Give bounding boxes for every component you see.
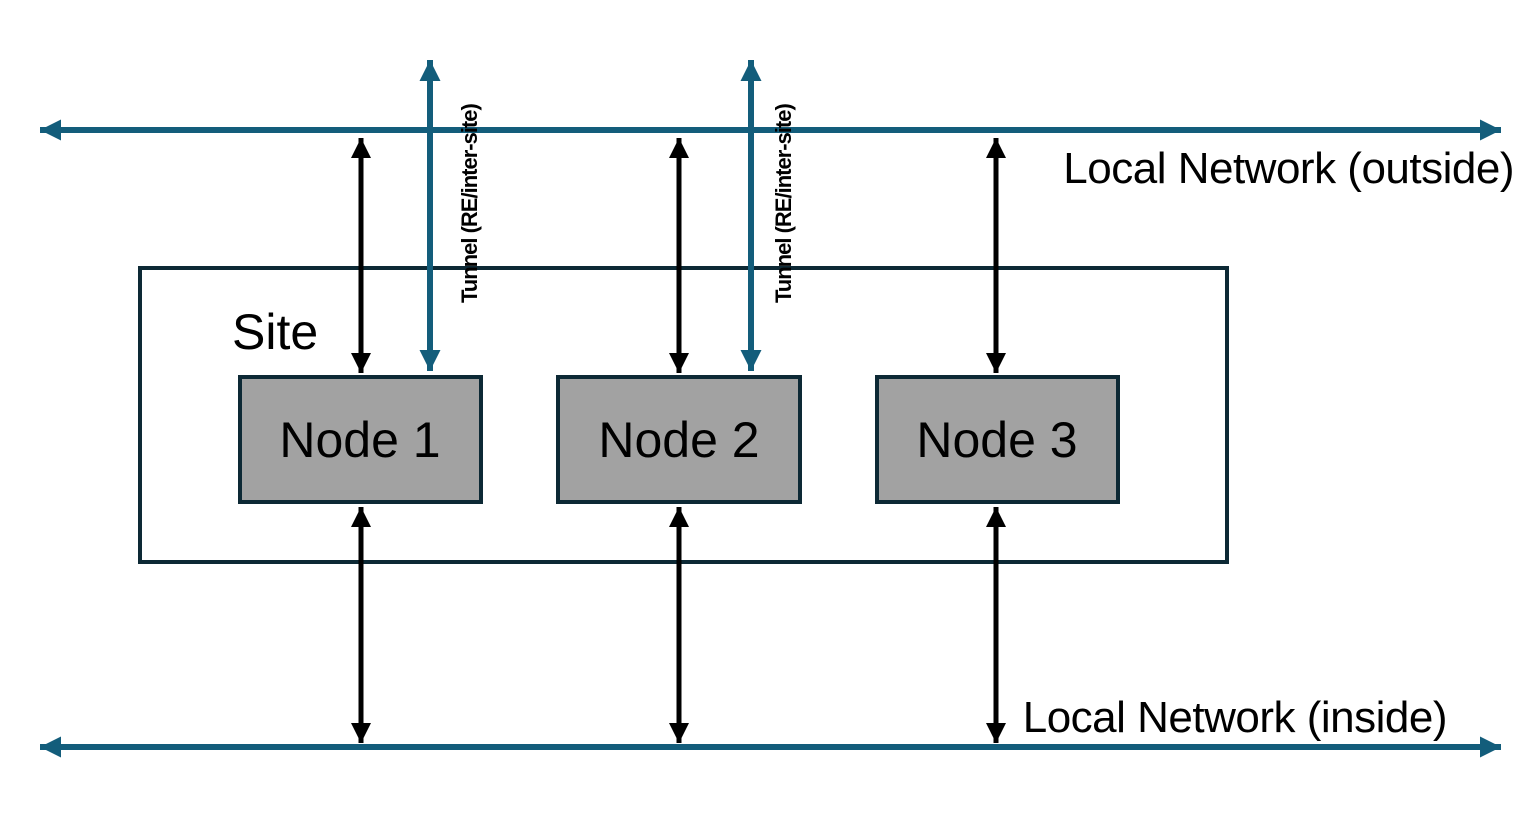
- node-1-label: Node 1: [279, 412, 440, 468]
- node-3-label: Node 3: [916, 412, 1077, 468]
- node-2-box: Node 2: [556, 375, 802, 504]
- node-3-rect: [875, 375, 1120, 504]
- network-outside-label: Local Network (outside): [1063, 144, 1514, 193]
- tunnel-1-label: Tunnel (RE/inter-site): [457, 104, 482, 303]
- tunnel-2-label: Tunnel (RE/inter-site): [771, 104, 796, 303]
- site-label: Site: [232, 304, 318, 360]
- node-1-rect: [238, 375, 483, 504]
- tunnel-1: Tunnel (RE/inter-site): [419, 60, 482, 371]
- node-3-box: Node 3: [875, 375, 1120, 504]
- tunnel-2: Tunnel (RE/inter-site): [740, 60, 796, 371]
- node-1-box: Node 1: [238, 375, 483, 504]
- network-inside: Local Network (inside): [40, 693, 1501, 758]
- node-2-rect: [556, 375, 802, 504]
- node-2-label: Node 2: [598, 412, 759, 468]
- network-inside-label: Local Network (inside): [1023, 693, 1447, 742]
- network-outside: Local Network (outside): [40, 119, 1515, 193]
